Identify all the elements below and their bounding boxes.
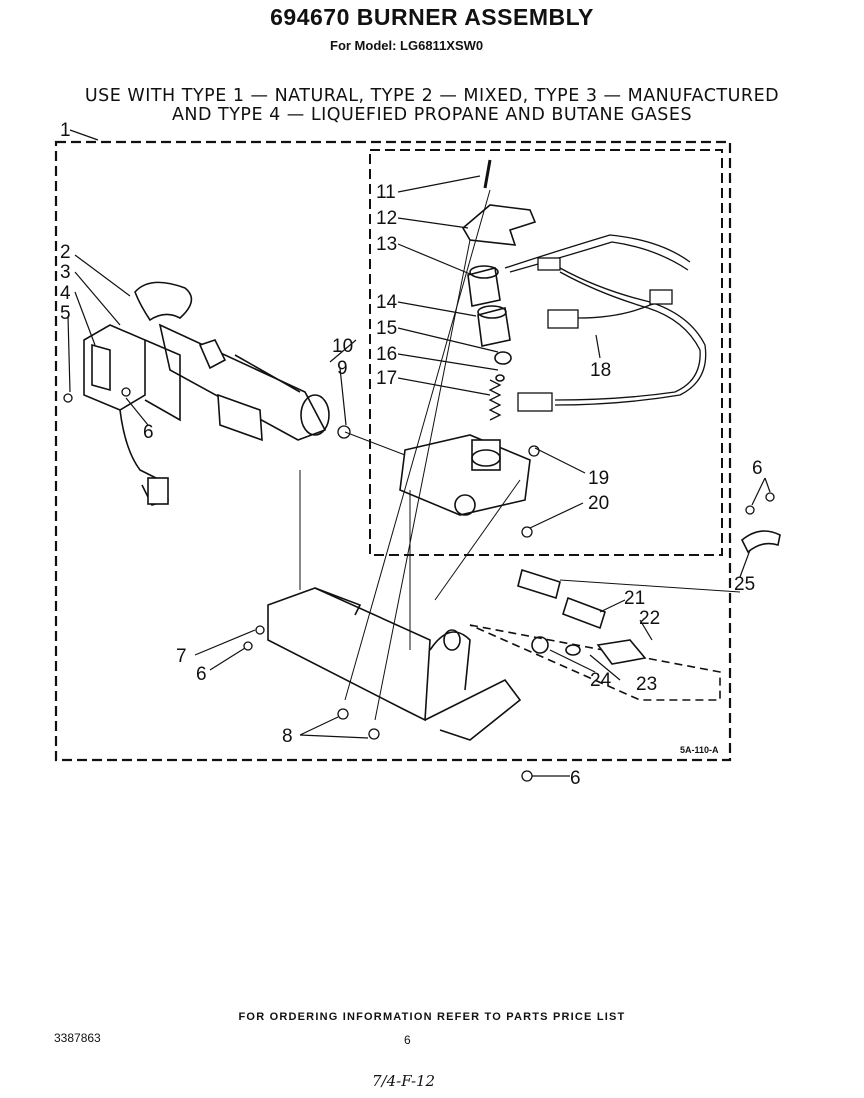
label-part-1: 1 xyxy=(60,120,71,141)
burner-tube xyxy=(134,281,330,441)
valve-spring xyxy=(488,379,502,421)
label-part-17: 17 xyxy=(376,368,397,389)
label-part-15: 15 xyxy=(376,318,397,339)
wiring-harness xyxy=(504,234,707,412)
clamp xyxy=(741,530,781,554)
gas-valve xyxy=(399,434,531,516)
model-subtitle: For Model: LG6811XSW0 xyxy=(330,38,484,53)
label-part-11: 11 xyxy=(376,182,396,203)
valve-nut xyxy=(494,351,512,365)
label-part-3: 3 xyxy=(60,262,71,283)
page-number: 6 xyxy=(404,1033,411,1047)
valve-group-boundary xyxy=(369,149,723,556)
igniter-bracket xyxy=(83,324,181,506)
assembly-boundary xyxy=(54,140,732,762)
label-part-6-bracket: 6 xyxy=(196,664,207,685)
label-part-2: 2 xyxy=(60,242,71,263)
label-part-6-bottom: 6 xyxy=(570,768,581,789)
label-part-13: 13 xyxy=(376,234,397,255)
label-part-9: 9 xyxy=(337,358,348,379)
label-part-6-left: 6 xyxy=(143,422,154,443)
leader-lines xyxy=(67,129,771,777)
label-part-19: 19 xyxy=(588,468,609,489)
label-part-6-clamp: 6 xyxy=(752,458,763,479)
handwritten-note: 7/4-F-12 xyxy=(372,1072,436,1090)
ordering-note: FOR ORDERING INFORMATION REFER TO PARTS … xyxy=(238,1011,626,1023)
mounting-bracket xyxy=(267,587,522,741)
label-part-22: 22 xyxy=(639,608,660,629)
label-part-23: 23 xyxy=(636,674,657,695)
label-part-12: 12 xyxy=(376,208,397,229)
label-part-14: 14 xyxy=(376,292,398,313)
sensor-plate xyxy=(217,393,263,442)
coil-bracket xyxy=(461,204,537,246)
label-part-10: 10 xyxy=(332,336,353,357)
label-part-8: 8 xyxy=(282,726,293,747)
usage-note-line-2: AND TYPE 4 — LIQUEFIED PROPANE AND BUTAN… xyxy=(171,105,693,125)
label-part-5: 5 xyxy=(60,303,71,324)
alignment-lines xyxy=(299,189,741,721)
label-part-24: 24 xyxy=(590,670,612,691)
label-part-7: 7 xyxy=(176,646,187,667)
screws xyxy=(63,387,775,782)
document-number: 3387863 xyxy=(54,1031,101,1045)
page-title: 694670 BURNER ASSEMBLY xyxy=(270,4,594,30)
usage-note-line-1: USE WITH TYPE 1 — NATURAL, TYPE 2 — MIXE… xyxy=(84,86,780,106)
label-part-25: 25 xyxy=(734,574,755,595)
orifice-parts xyxy=(517,568,647,665)
label-part-4: 4 xyxy=(60,283,71,304)
drawing-code: 5A-110-A xyxy=(680,745,719,755)
label-part-20: 20 xyxy=(588,493,609,514)
label-part-21: 21 xyxy=(624,588,645,609)
valve-coils xyxy=(467,265,511,347)
label-part-16: 16 xyxy=(376,344,397,365)
label-part-18: 18 xyxy=(590,360,611,381)
